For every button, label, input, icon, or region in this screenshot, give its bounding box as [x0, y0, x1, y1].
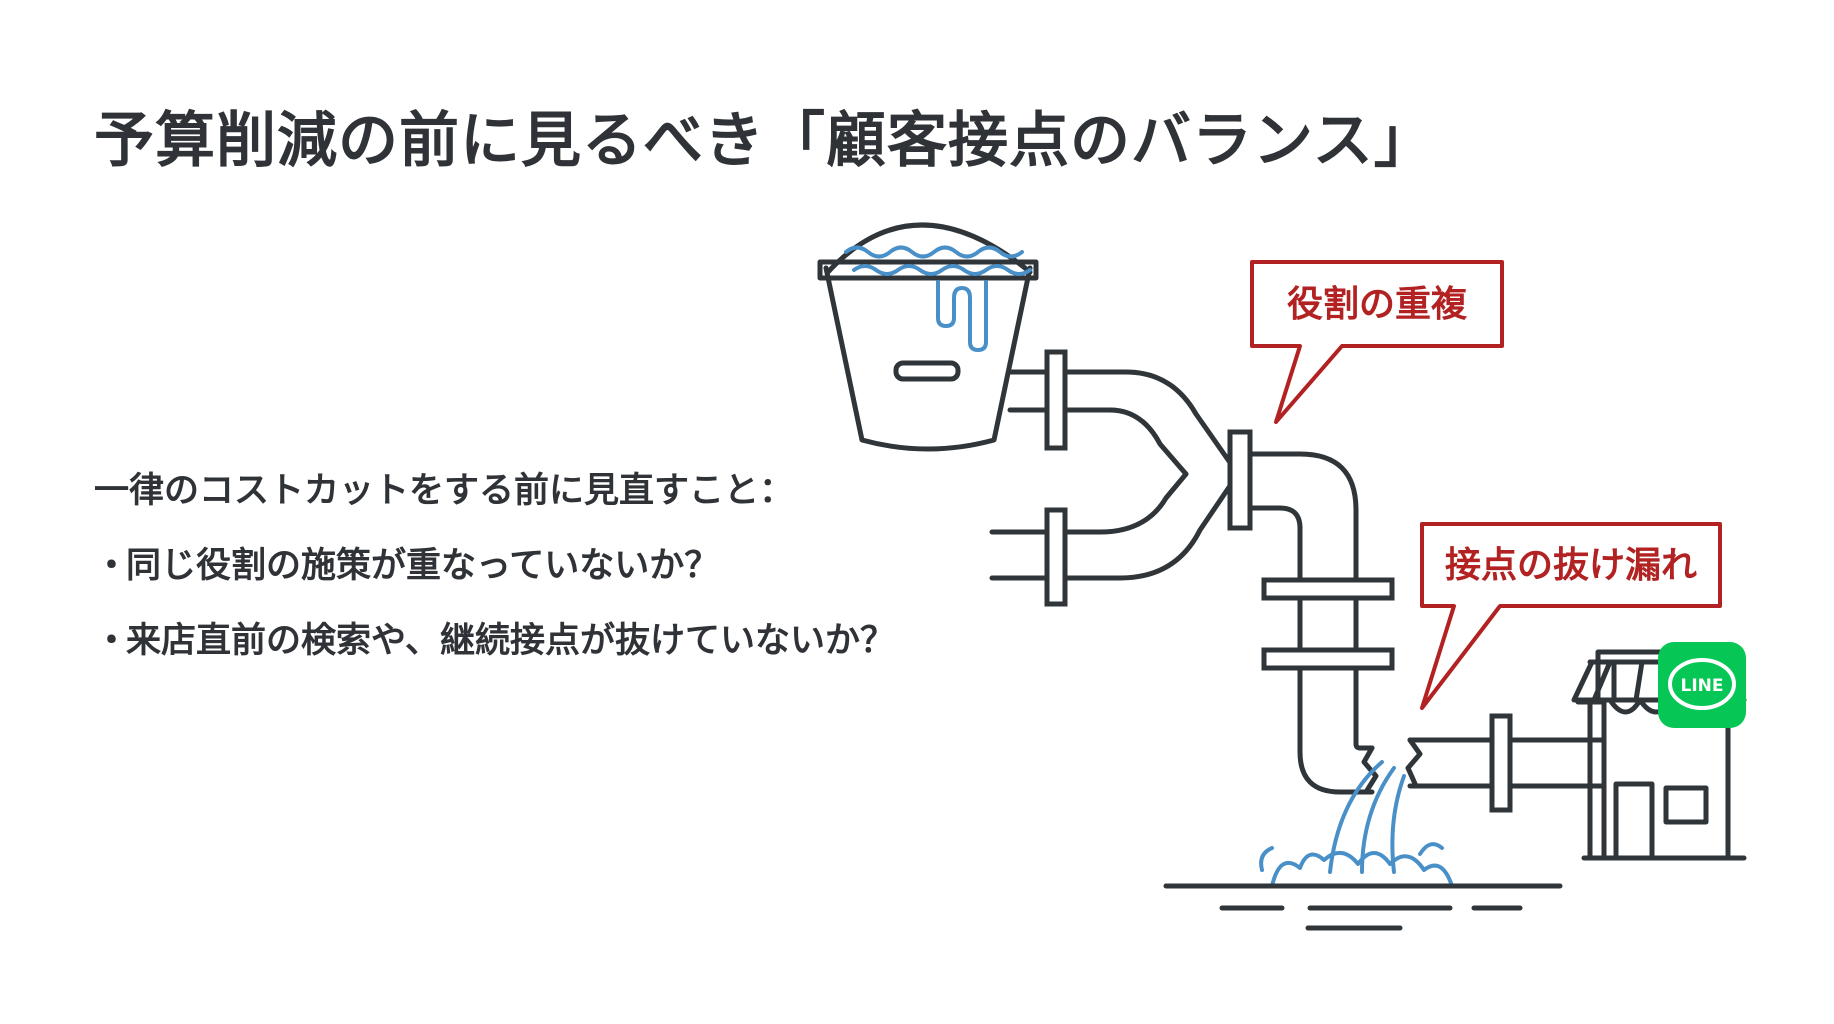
checklist-item-text: 来店直前の検索や、継続接点が抜けていないか？	[126, 621, 895, 661]
callout-label: 接点の抜け漏れ	[1445, 545, 1697, 586]
lower-branch-pipe	[989, 471, 1241, 607]
checklist-lead: 一律のコストカットをする前に見直すこと：	[94, 471, 795, 511]
checklist-items: ・同じ役割の施策が重なっていないか？ ・来店直前の検索や、継続接点が抜けていない…	[94, 537, 954, 663]
main-trunk-pipe	[1227, 429, 1395, 795]
water-leak	[1259, 760, 1454, 888]
checklist-item-text: 同じ役割の施策が重なっていないか？	[126, 546, 720, 586]
checklist-item: ・同じ役割の施策が重なっていないか？	[94, 537, 954, 588]
callout-role-overlap: 役割の重複	[1250, 260, 1504, 424]
callout-missing-touchpoint: 接点の抜け漏れ	[1420, 522, 1722, 710]
line-badge-label: LINE	[1681, 676, 1724, 696]
upper-branch-pipe	[1007, 349, 1241, 477]
ground-lines	[1163, 883, 1563, 931]
checklist: 一律のコストカットをする前に見直すこと： ・同じ役割の施策が重なっていないか？ …	[94, 462, 954, 687]
bucket-icon	[817, 222, 1039, 452]
callout-label: 役割の重複	[1287, 284, 1468, 325]
bullet: ・	[94, 546, 130, 586]
slide-title: 予算削減の前に見るべき「顧客接点のバランス」	[94, 106, 1435, 176]
broken-pipe-to-store	[1405, 713, 1607, 813]
checklist-item: ・来店直前の検索や、継続接点が抜けていないか？	[94, 612, 954, 663]
line-badge-icon: LINE	[1658, 642, 1746, 728]
bullet: ・	[94, 621, 130, 661]
